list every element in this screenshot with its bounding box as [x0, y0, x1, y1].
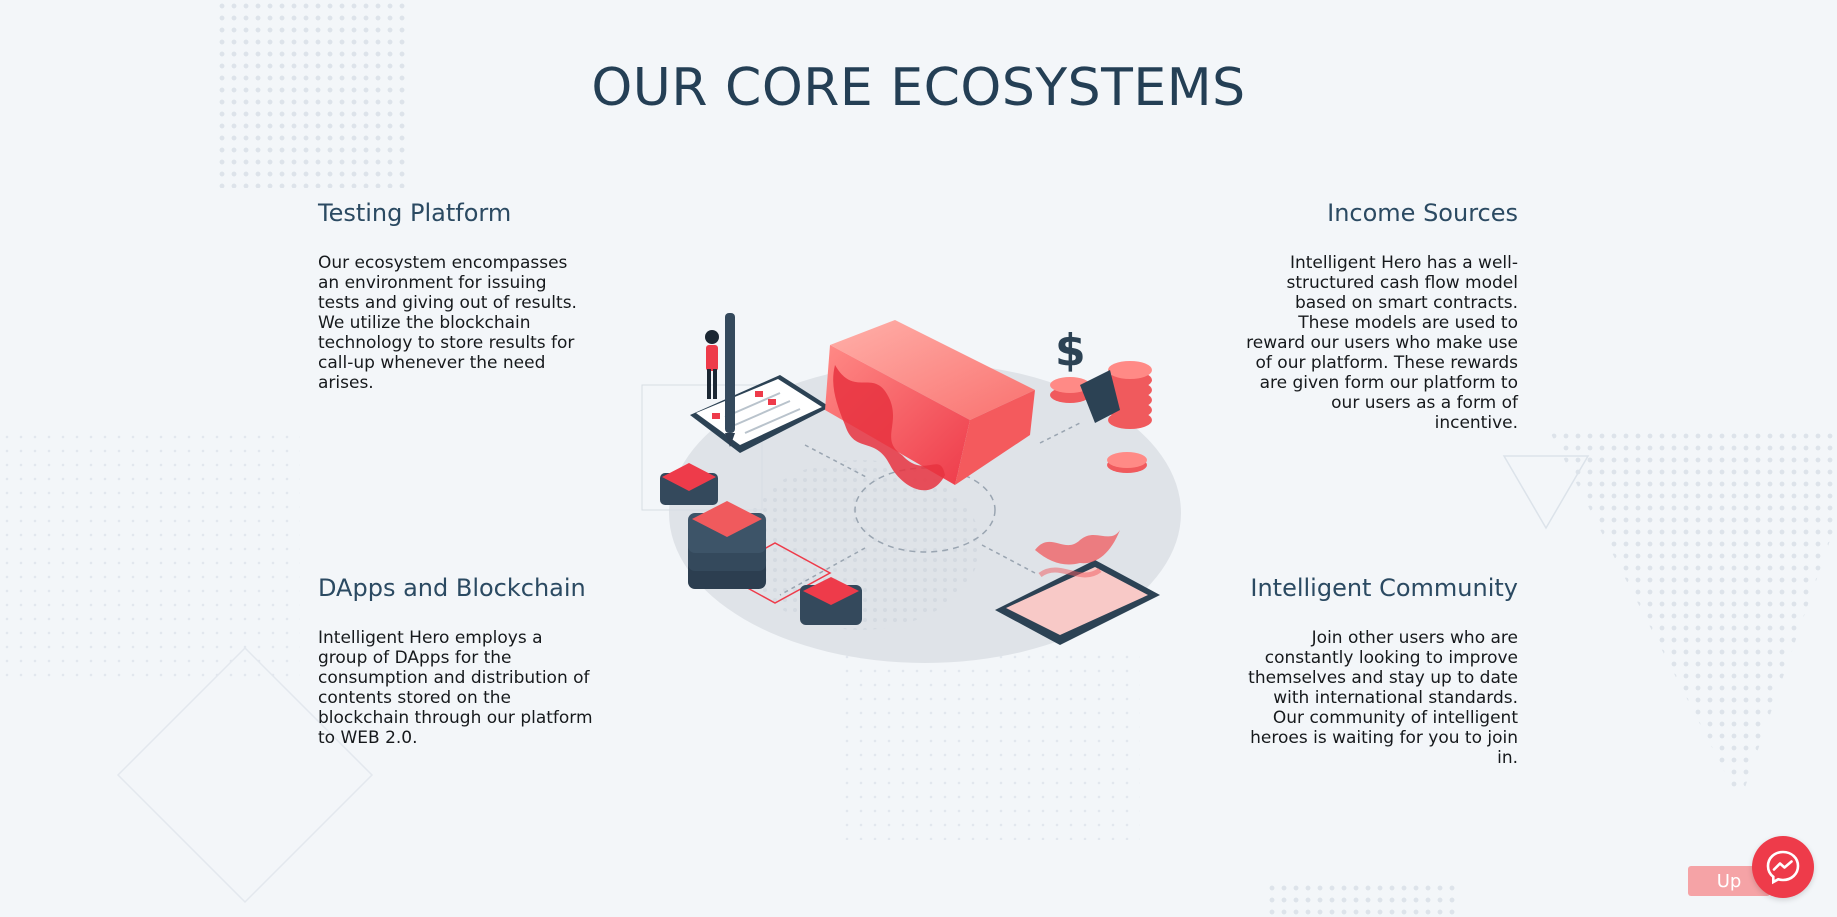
bg-diamond-outline: [116, 646, 374, 904]
feature-intelligent-community: Intelligent Community Join other users w…: [1243, 574, 1518, 768]
feature-title: Testing Platform: [318, 199, 512, 227]
feature-testing-platform: Testing Platform Our ecosystem encompass…: [318, 199, 593, 393]
feature-dapps-blockchain: DApps and Blockchain Intelligent Hero em…: [318, 574, 593, 748]
pen-icon: [725, 313, 735, 447]
server-stack-icon: [660, 463, 862, 625]
frame-outline: [641, 384, 763, 511]
feature-description: Intelligent Hero employs a group of DApp…: [318, 628, 593, 748]
bg-triangle-right: [1502, 432, 1837, 802]
connector-arrow: [779, 547, 866, 596]
feature-income-sources: Income Sources Intelligent Hero has a we…: [1243, 199, 1518, 433]
feature-title: DApps and Blockchain: [318, 574, 586, 602]
ecosystem-illustration: $: [641, 313, 1181, 663]
connector-arrow: [804, 444, 869, 479]
feature-description: Join other users who are constantly look…: [1248, 628, 1518, 768]
feature-description: Intelligent Hero has a well-structured c…: [1246, 253, 1518, 433]
connector-arrow: [981, 544, 1036, 574]
platform-disc-dots: [740, 460, 980, 630]
tablet-icon: [995, 530, 1160, 645]
messenger-icon: [1766, 850, 1800, 885]
feature-description: Our ecosystem encompasses an environment…: [318, 253, 577, 393]
person-figure: [705, 330, 719, 399]
bg-dots-center: [840, 650, 1140, 840]
page-title: OUR CORE ECOSYSTEMS: [591, 58, 1246, 118]
bg-dots-bottom-right: [1266, 882, 1456, 917]
messenger-chat-button[interactable]: [1752, 836, 1814, 898]
feature-title: Income Sources: [1327, 199, 1518, 227]
bg-dots-top-left: [216, 0, 406, 188]
feature-title: Intelligent Community: [1250, 574, 1518, 602]
coin-stack-icon: [1050, 361, 1152, 473]
dollar-icon: $: [1055, 325, 1086, 376]
svg-text:$: $: [1055, 325, 1086, 376]
logo-block-icon: [825, 320, 1035, 491]
bg-dots-left: [0, 430, 300, 680]
